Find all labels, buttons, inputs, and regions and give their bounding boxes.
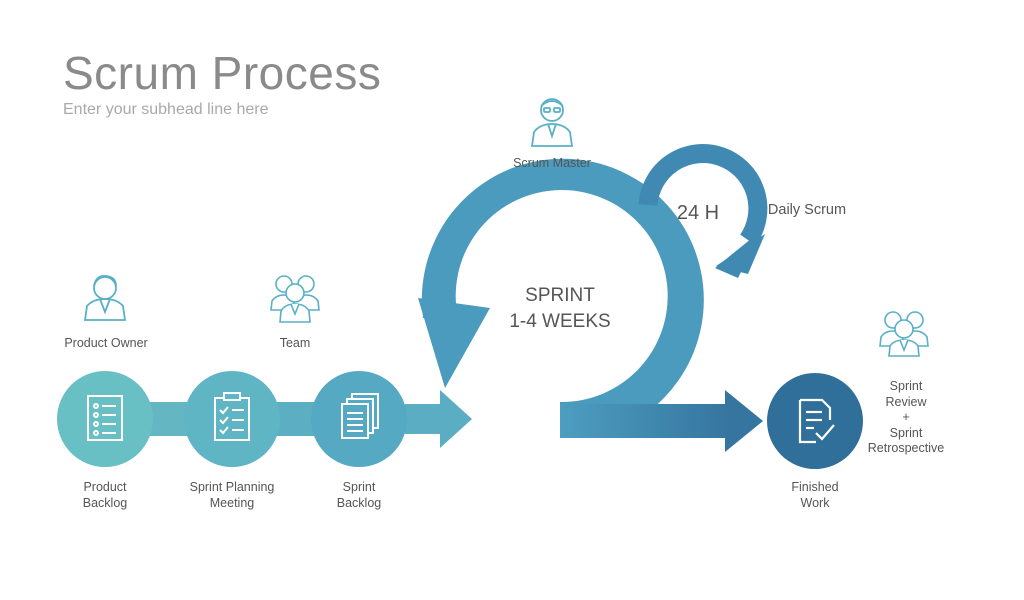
product-owner-label: Product Owner [64,336,148,350]
stacked-documents-icon [341,393,379,439]
document-check-icon [798,398,835,444]
document-list-icon [87,395,123,441]
product-owner-person-icon [83,275,127,321]
scrum-master-person-icon [530,98,574,147]
arrow-to-finished-work [560,390,763,452]
sprint-review-retrospective-label: Sprint Review + Sprint Retrospective [867,379,945,455]
connector-bar-1 [150,402,190,436]
connector-bar-2 [275,402,317,436]
sprint-title: SPRINT [525,285,595,306]
daily-scrum-loop-arrow [638,144,768,278]
team-icon [270,275,320,323]
sprint-duration: 1-4 WEEKS [509,311,611,332]
arrow-into-sprint [405,390,472,448]
daily-scrum-duration: 24 H [676,202,720,224]
sprint-loop-arrow [418,158,704,437]
review-team-icon [879,311,929,357]
sprint-planning-label: Sprint Planning Meeting [189,480,275,510]
page-subhead: Enter your subhead line here [63,101,269,118]
daily-scrum-label: Daily Scrum [767,202,847,218]
clipboard-check-icon [214,392,250,441]
product-backlog-label: Product Backlog [82,480,128,510]
finished-work-label: Finished Work [791,480,839,510]
team-label: Team [279,336,311,350]
page-title: Scrum Process [63,47,382,99]
sprint-backlog-label: Sprint Backlog [336,480,382,510]
product-backlog-circle [57,371,153,467]
scrum-master-label: Scrum Master [513,156,591,170]
